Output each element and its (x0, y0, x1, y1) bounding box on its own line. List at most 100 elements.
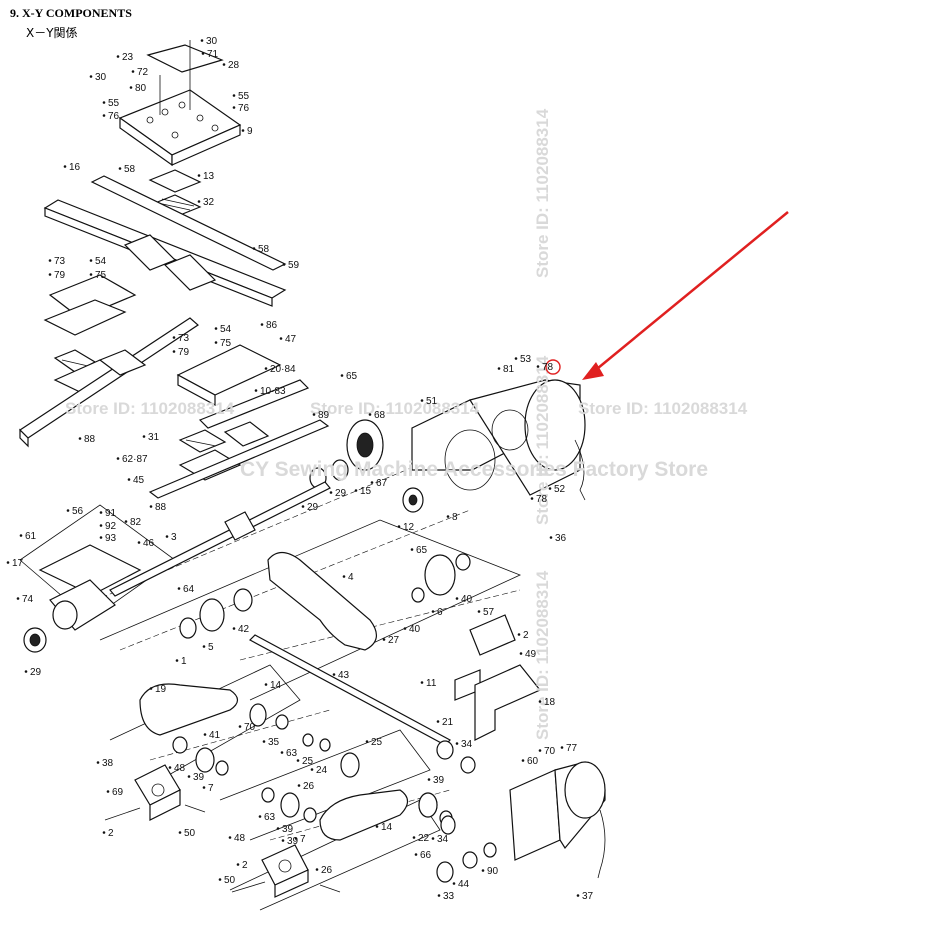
leader-dot (340, 374, 344, 377)
leader-dot (238, 725, 242, 728)
part-number-label: 89 (318, 410, 330, 421)
part-number-label: 11 (426, 678, 437, 689)
lower-belt-14-left (139, 683, 331, 776)
part-number-label: 30 (206, 36, 218, 47)
leader-dot (264, 683, 268, 686)
leader-dot (214, 341, 218, 344)
bottom-motor-38 (418, 761, 606, 883)
part-number-label: 39 (193, 772, 205, 783)
part-number-label: 45 (133, 475, 145, 486)
part-number-label: 93 (105, 533, 117, 544)
leader-dot (365, 740, 369, 743)
leader-dot (200, 39, 204, 42)
leader-dot (172, 336, 176, 339)
timing-belt-4 (179, 551, 471, 651)
leader-dot (6, 561, 10, 564)
part-number-label: 76 (108, 111, 120, 122)
leader-dot (137, 541, 141, 544)
part-number-label: 91 (105, 508, 117, 519)
leader-dot (260, 323, 264, 326)
part-number-label: 66 (420, 850, 432, 861)
part-number-label: 25 (371, 737, 383, 748)
leader-dot (175, 659, 179, 662)
part-number-label: 29 (30, 667, 42, 678)
carriage-plate-9 (118, 40, 242, 167)
leader-dot (276, 827, 280, 830)
leader-dot (414, 853, 418, 856)
leader-dot (538, 700, 542, 703)
leader-dot (124, 520, 128, 523)
leader-dot (530, 497, 534, 500)
leader-dot (16, 597, 20, 600)
part-number-label: 7 (300, 834, 306, 845)
leader-dot (99, 511, 103, 514)
part-number-label: 72 (137, 67, 149, 78)
leader-dot (436, 720, 440, 723)
part-number-label: 53 (520, 354, 532, 365)
part-number-label: 61 (25, 531, 37, 542)
leader-dot (214, 327, 218, 330)
part-number-label: 3 (171, 532, 177, 543)
lower-brackets-2 (104, 764, 341, 898)
leader-dot (420, 681, 424, 684)
part-number-label: 40 (409, 624, 421, 635)
part-number-label: 71 (207, 49, 219, 60)
leader-dot (172, 350, 176, 353)
leader-dot (168, 766, 172, 769)
leader-dot (329, 491, 333, 494)
leader-dot (354, 489, 358, 492)
part-number-label: 34 (437, 834, 449, 845)
part-number-label: 39 (433, 775, 445, 786)
part-number-label: 70 (544, 746, 556, 757)
part-number-label: 7 (208, 783, 214, 794)
leader-dot (497, 367, 501, 370)
part-number-label: 73 (54, 256, 66, 267)
leader-dot (202, 786, 206, 789)
part-number-label: 4 (348, 572, 354, 583)
shaft-11 (249, 634, 451, 746)
part-number-label: 59 (288, 260, 300, 271)
leader-dot (96, 761, 100, 764)
watermarks: Store ID: 1102088314 Store ID: 110208831… (65, 108, 748, 740)
leader-dot (280, 751, 284, 754)
part-number-label: 75 (95, 270, 107, 281)
part-number-label: 2 (523, 630, 529, 641)
part-number-label: 28 (228, 60, 240, 71)
part-number-label: 40 (461, 594, 473, 605)
leader-dot (252, 247, 256, 250)
part-number-label: 22 (418, 833, 430, 844)
leader-dot (370, 481, 374, 484)
leader-dot (397, 525, 401, 528)
part-number-label: 67 (376, 478, 388, 489)
part-number-label: 25 (302, 756, 314, 767)
part-number-label: 92 (105, 521, 117, 532)
left-bracket-1 (23, 544, 142, 653)
leader-dot (446, 515, 450, 518)
part-number-label: 14 (270, 680, 282, 691)
part-number-label: 78 (542, 362, 554, 373)
leader-dot (315, 868, 319, 871)
part-number-label: 75 (220, 338, 232, 349)
part-number-label: 26 (303, 781, 315, 792)
leader-dot (437, 894, 441, 897)
part-number-label: 54 (95, 256, 107, 267)
part-number-label: 86 (266, 320, 278, 331)
leader-dot (262, 740, 266, 743)
leader-dot (452, 882, 456, 885)
leader-dot (279, 337, 283, 340)
part-number-label: 58 (124, 164, 136, 175)
part-number-label: 74 (22, 594, 34, 605)
leader-dot (197, 200, 201, 203)
leader-dot (129, 86, 133, 89)
part-number-label: 68 (374, 410, 386, 421)
part-number-label: 88 (84, 434, 96, 445)
part-number-label: 35 (268, 737, 280, 748)
leader-dot (149, 505, 153, 508)
leader-dot (310, 768, 314, 771)
watermark-store-id: Store ID: 1102088314 (533, 108, 552, 278)
part-number-label: 18 (544, 697, 556, 708)
leader-dot (142, 435, 146, 438)
part-number-label: 60 (527, 756, 539, 767)
part-number-label: 37 (582, 891, 594, 902)
